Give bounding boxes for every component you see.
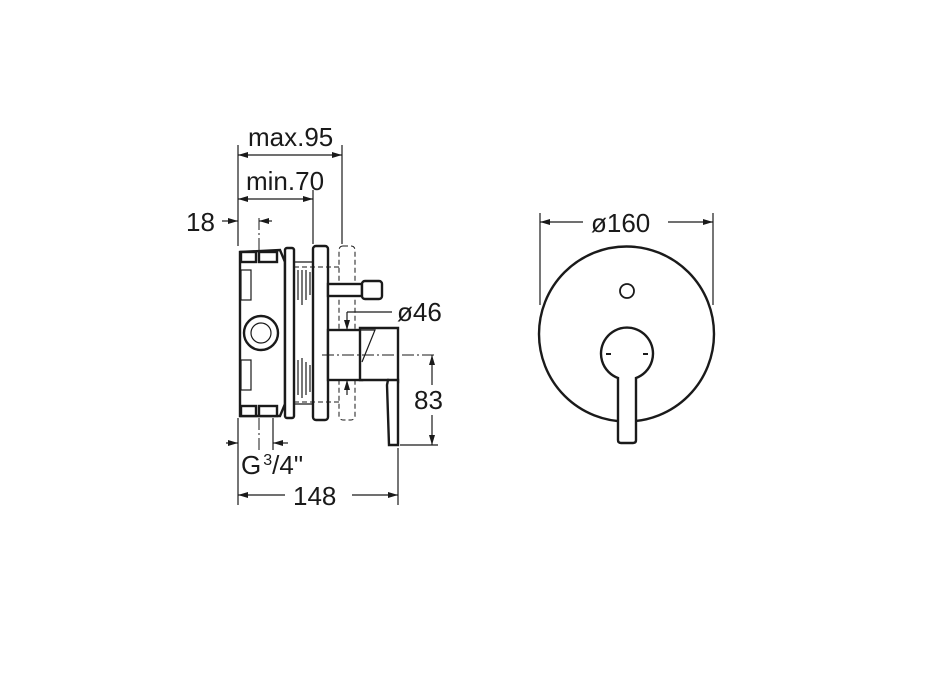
thread-numerator: 3 — [263, 452, 272, 469]
lever-side — [385, 378, 400, 447]
dim-max-label: max.95 — [248, 122, 333, 152]
box-ribs — [297, 270, 311, 398]
thread-denominator: /4" — [272, 450, 303, 480]
dim-min-label: min.70 — [246, 166, 324, 196]
mounting-plate — [311, 244, 330, 422]
front-view: ø160 — [537, 208, 716, 445]
handle-side — [326, 326, 400, 447]
dim-plate-diameter-label: ø160 — [591, 208, 650, 238]
label-mask — [414, 385, 450, 415]
dim-total-label: 148 — [293, 481, 336, 511]
dim-height-label: 83 — [414, 385, 443, 415]
inlet-port — [242, 314, 280, 352]
diverter-rod — [326, 282, 364, 298]
box-flange — [283, 246, 296, 420]
mounting-box — [238, 244, 330, 422]
diverter-nut — [360, 279, 384, 301]
side-view: max.95 min.70 18 — [186, 122, 450, 511]
thread-prefix: G — [241, 450, 261, 480]
dim-offset-label: 18 — [186, 207, 215, 237]
dim-cartridge-diameter-label: ø46 — [397, 297, 442, 327]
handle-front — [599, 326, 655, 445]
diverter-knob — [619, 283, 635, 299]
